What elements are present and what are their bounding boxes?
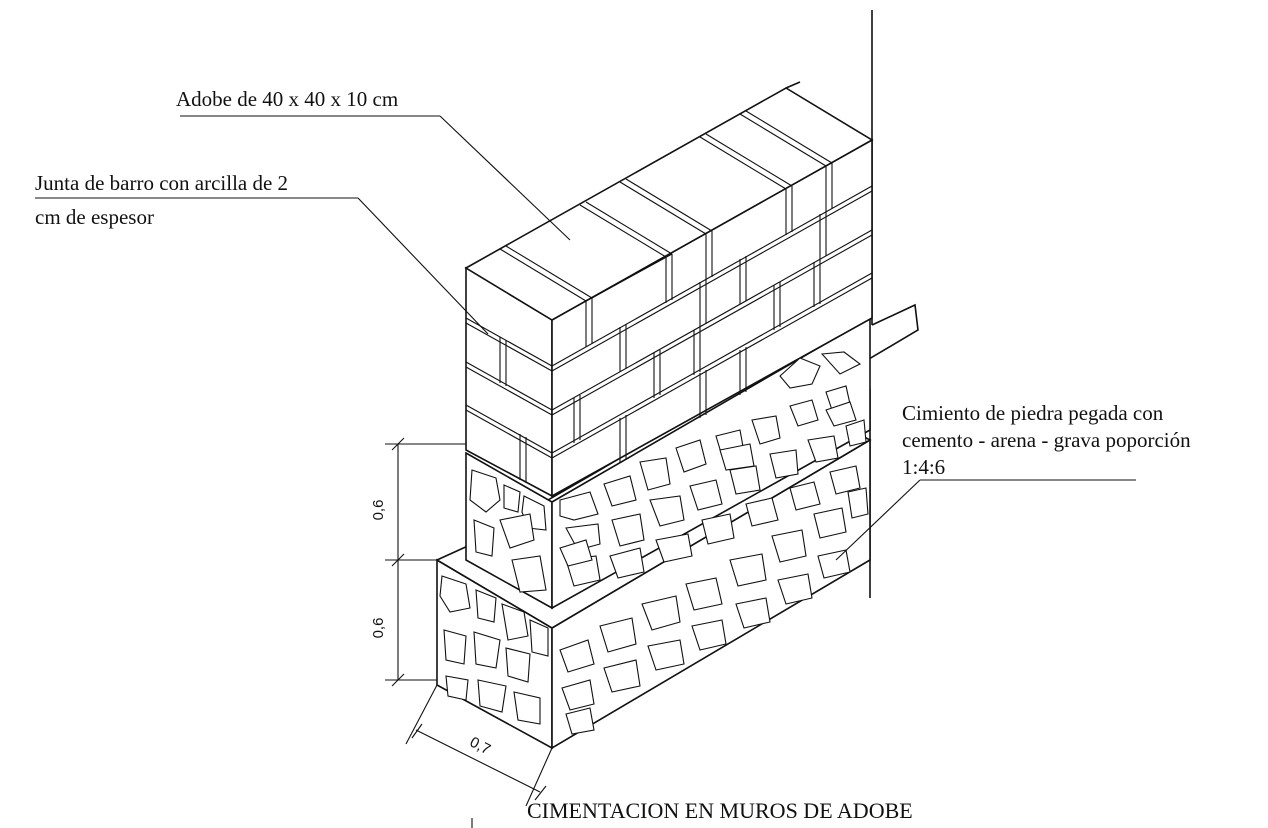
dimension-lines: [385, 437, 553, 828]
stones-step: [559, 351, 862, 567]
dim-upper-height: 0,6: [370, 500, 387, 521]
stones-lower: [439, 487, 869, 735]
dim-width-text: 0,7: [467, 734, 493, 759]
dim-lower-height: 0,6: [370, 618, 387, 639]
adobe-wall: [464, 81, 874, 498]
dim-upper-height-text: 0,6: [370, 500, 387, 521]
cimiento-label-line2: cemento - arena - grava poporción: [902, 428, 1191, 452]
dim-width: 0,7: [467, 734, 493, 759]
cimiento-label-line3: 1:4:6: [902, 455, 945, 479]
junta-label-line1: Junta de barro con arcilla de 2: [35, 171, 288, 195]
stones-upper: [469, 385, 867, 593]
drawing-title: CIMENTACION EN MUROS DE ADOBE: [527, 798, 913, 823]
junta-label-line2: cm de espesor: [35, 205, 154, 229]
adobe-label: Adobe de 40 x 40 x 10 cm: [176, 87, 398, 111]
leader-lines: [35, 115, 1136, 561]
cimiento-label-line1: Cimiento de piedra pegada con: [902, 401, 1164, 425]
dim-lower-height-text: 0,6: [370, 618, 387, 639]
